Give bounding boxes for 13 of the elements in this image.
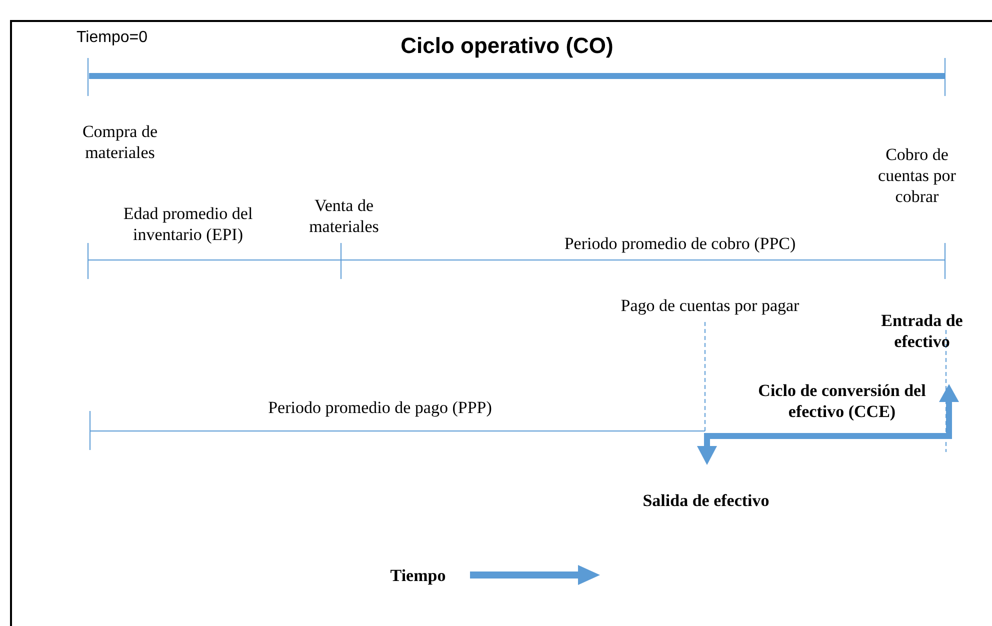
time-zero-label: Tiempo=0: [76, 28, 148, 48]
event-label: Compra de materiales: [81, 121, 159, 163]
period-label: Edad promedio del inventario (EPI): [122, 203, 254, 245]
event-label: Pago de cuentas por pagar: [620, 295, 800, 316]
period-label: Ciclo de conversión del efectivo (CCE): [757, 380, 927, 422]
axis-label: Tiempo: [389, 565, 447, 586]
cash-inflow-label: Entrada de efectivo: [880, 310, 964, 352]
period-label: Periodo promedio de pago (PPP): [267, 397, 493, 418]
event-label: Cobro de cuentas por cobrar: [877, 144, 957, 207]
cash-outflow-label: Salida de efectivo: [642, 490, 770, 511]
event-label: Venta de materiales: [308, 195, 380, 237]
period-label: Periodo promedio de cobro (PPC): [563, 233, 797, 254]
diagram-title: Ciclo operativo (CO): [400, 32, 614, 60]
